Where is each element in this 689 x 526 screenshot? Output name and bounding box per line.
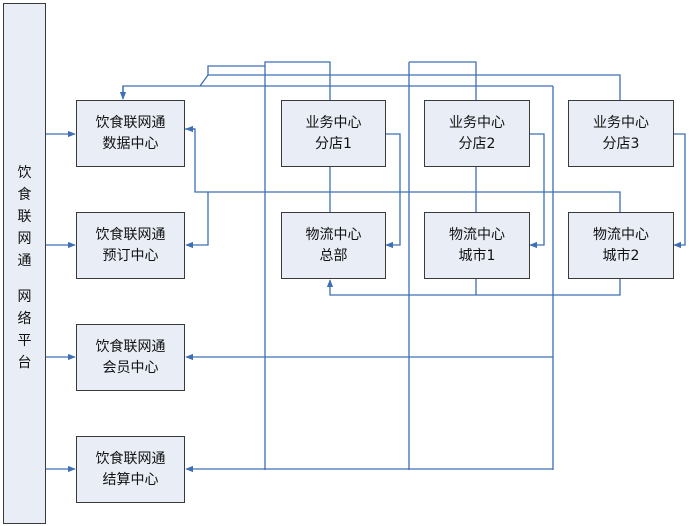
logistics-city2-box: 物流中心 城市2 (568, 212, 674, 279)
box-label-line2: 结算中心 (102, 471, 159, 488)
box-label-line2: 数据中心 (102, 135, 159, 152)
box-label-line1: 业务中心 (305, 114, 362, 131)
booking-center-box: 饮食联网通 预订中心 (76, 212, 185, 279)
box-label-line2: 会员中心 (102, 359, 159, 376)
box-label-line1: 饮食联网通 (95, 450, 166, 467)
network-platform-box: 饮 食 联 网 通 网 络 平 台 (3, 3, 46, 524)
branch3-to-city2-arrow (673, 133, 686, 249)
logistics-city1-box: 物流中心 城市1 (424, 212, 530, 279)
platform-char: 台 (17, 355, 32, 371)
box-label-line2: 分店2 (458, 135, 496, 152)
settlement-center-box: 饮食联网通 结算中心 (76, 436, 185, 503)
box-label-line1: 业务中心 (449, 114, 505, 131)
box-label-line1: 物流中心 (305, 226, 362, 243)
box-label-line2: 预订中心 (102, 247, 159, 264)
box-label-line2: 分店3 (602, 135, 640, 152)
box-label-line1: 物流中心 (449, 226, 505, 243)
box-label-line1: 饮食联网通 (95, 226, 166, 243)
business-branch2-box: 业务中心 分店2 (424, 100, 530, 167)
data-center-box: 饮食联网通 数据中心 (76, 100, 185, 167)
top-bus-line-1 (122, 74, 621, 100)
business-branch3-box: 业务中心 分店3 (568, 100, 674, 167)
top-bus-line-3 (409, 61, 477, 100)
platform-char: 络 (17, 311, 32, 327)
platform-char: 通 (17, 253, 32, 269)
logistics-hq-box: 物流中心 总部 (281, 212, 386, 279)
logistics-return-arrow (326, 279, 621, 296)
platform-char: 平 (17, 333, 32, 349)
platform-char: 饮 (17, 165, 32, 181)
platform-char: 网 (17, 289, 32, 305)
platform-char: 网 (17, 231, 32, 247)
data-center-loop (185, 128, 621, 212)
branch1-to-hq-arrow (385, 133, 401, 249)
box-label-line1: 物流中心 (593, 226, 649, 243)
box-label-line1: 业务中心 (593, 114, 649, 131)
booking-center-arrow (185, 192, 209, 249)
box-label-line2: 城市2 (602, 247, 640, 264)
platform-char: 联 (17, 209, 32, 225)
business-branch1-box: 业务中心 分店1 (281, 100, 386, 167)
box-label-line1: 饮食联网通 (95, 114, 166, 131)
platform-char: 食 (17, 187, 32, 203)
box-label-line2: 分店1 (315, 135, 352, 152)
box-label-line2: 总部 (319, 247, 348, 264)
branch2-to-city1-arrow (529, 133, 545, 249)
member-center-box: 饮食联网通 会员中心 (76, 324, 185, 391)
box-label-line2: 城市1 (458, 247, 496, 264)
box-label-line1: 饮食联网通 (95, 338, 166, 355)
top-bus-line-2 (207, 61, 331, 100)
